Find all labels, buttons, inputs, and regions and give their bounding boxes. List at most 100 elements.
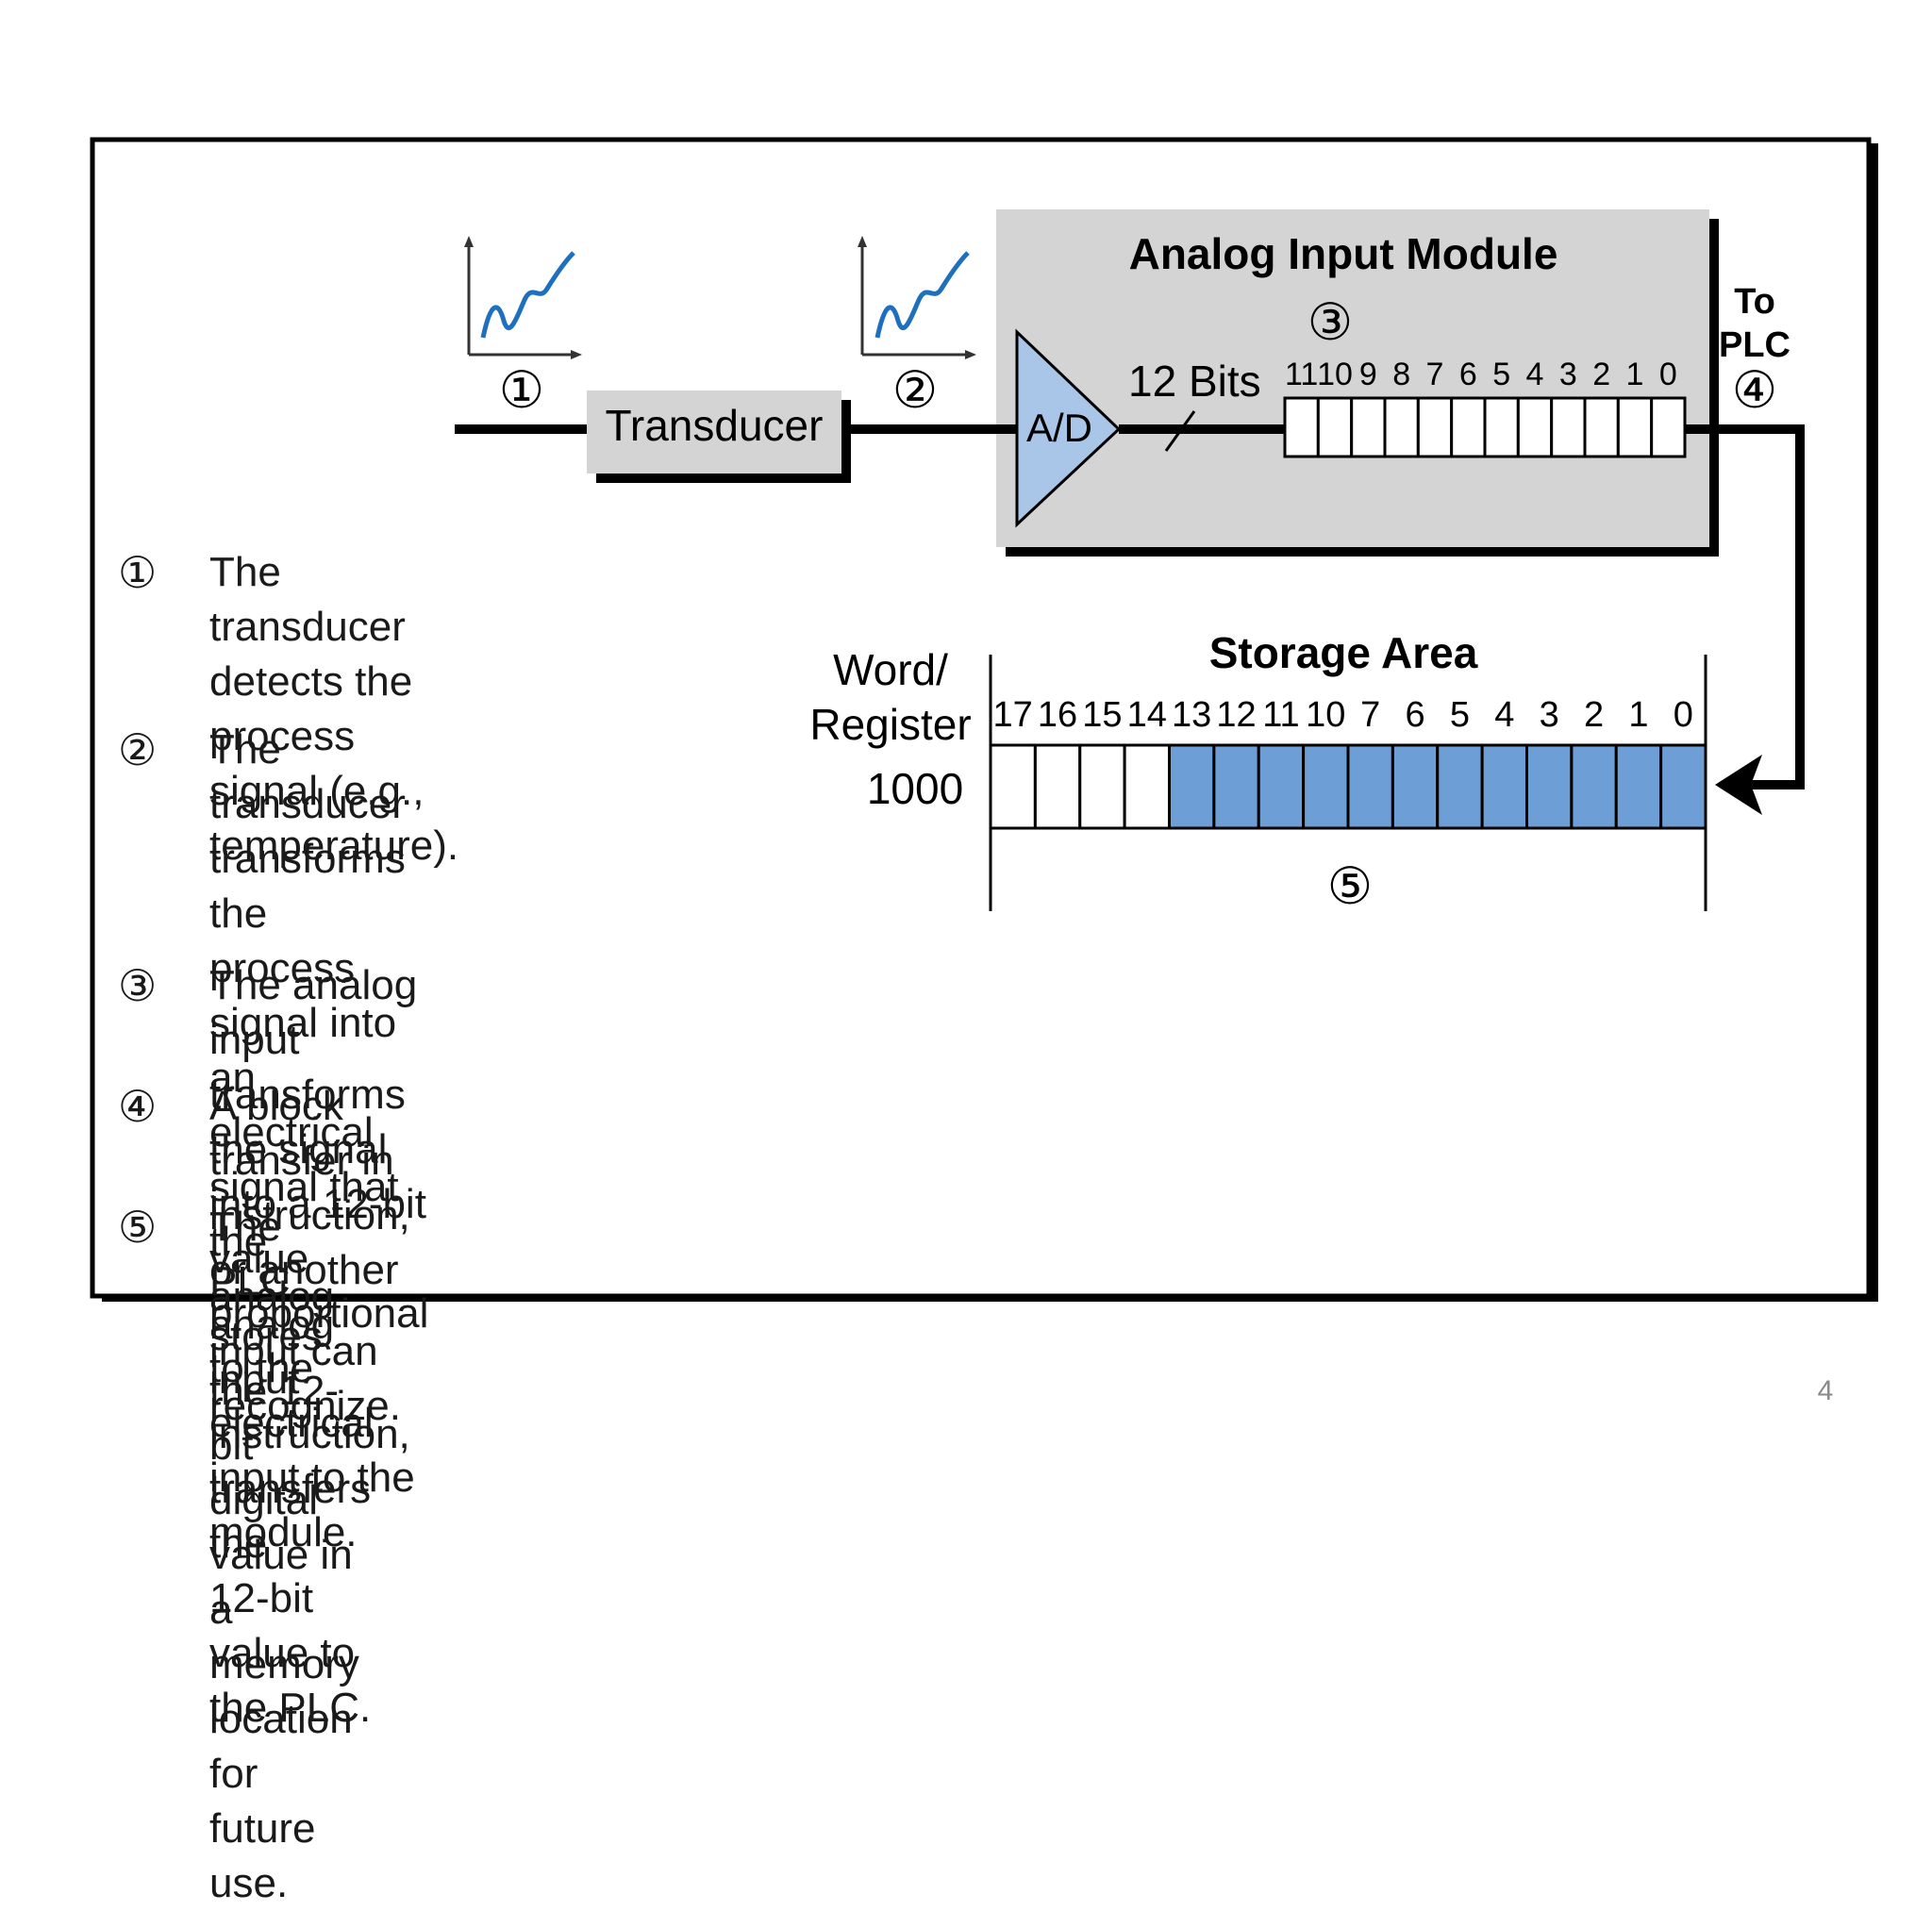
storage-bit-label: 2 — [1584, 695, 1604, 735]
module-bit-label: 0 — [1659, 357, 1677, 392]
module-bit-label: 8 — [1392, 357, 1410, 392]
storage-bit-cell-filled — [1302, 743, 1350, 830]
storage-bit-cell-filled — [1436, 743, 1484, 830]
storage-bit-label: 14 — [1127, 695, 1167, 735]
module-bit-label: 1 — [1626, 357, 1644, 392]
storage-bit-label: 3 — [1540, 695, 1559, 735]
analog-input-module-box — [996, 209, 1709, 547]
module-bit-cell — [1650, 396, 1687, 458]
marker-2: ② — [892, 362, 938, 419]
module-bit-cell — [1316, 396, 1354, 458]
module-bit-label: 9 — [1359, 357, 1377, 392]
step-5-number: ⑤ — [118, 1203, 158, 1252]
module-bit-label: 7 — [1426, 357, 1444, 392]
storage-bit-label: 16 — [1038, 695, 1077, 735]
to-label: To — [1734, 282, 1775, 322]
bits-label: 12 Bits — [1128, 357, 1261, 406]
storage-bit-label: 17 — [993, 695, 1033, 735]
word-label: Word/ — [833, 645, 948, 694]
step-3-number: ③ — [118, 961, 158, 1010]
storage-bit-label: 6 — [1405, 695, 1424, 735]
step-1-number: ① — [118, 548, 158, 597]
module-bit-cell — [1616, 396, 1654, 458]
storage-bit-label: 0 — [1674, 695, 1693, 735]
module-bit-cell — [1483, 396, 1520, 458]
module-bit-label: 5 — [1492, 357, 1510, 392]
step-2-line-2: the process signal into an — [209, 890, 397, 1101]
marker-4: ④ — [1732, 362, 1777, 419]
storage-bit-cell-empty — [989, 743, 1037, 830]
signal-graph-icon-2 — [858, 236, 976, 359]
step-2-text: The transducer transforms the process si… — [209, 723, 406, 1434]
storage-bit-label: 1 — [1628, 695, 1648, 735]
storage-bit-label: 10 — [1306, 695, 1345, 735]
step-2-line-1: The transducer transforms — [209, 726, 406, 882]
diagram: Analog Input Module Transducer A/D 12 Bi… — [90, 137, 1878, 1302]
storage-bit-cell-empty — [1123, 743, 1171, 830]
module-bit-cell — [1550, 396, 1587, 458]
storage-arrow-head — [1715, 755, 1762, 815]
module-bit-label: 4 — [1526, 357, 1544, 392]
storage-bit-cell-filled — [1480, 743, 1528, 830]
module-register-cells — [1283, 396, 1687, 458]
step-1-text: The transducer detects the process signa… — [209, 545, 458, 873]
module-bit-cell — [1350, 396, 1387, 458]
storage-bit-cell-filled — [1614, 743, 1663, 830]
storage-bit-label: 12 — [1216, 695, 1256, 735]
storage-bit-cell-empty — [1033, 743, 1082, 830]
ad-converter-triangle — [1015, 328, 1122, 528]
module-bit-label: 3 — [1559, 357, 1577, 392]
storage-register-cells — [989, 743, 1707, 830]
storage-bit-label: 7 — [1360, 695, 1380, 735]
to-plc-line — [1685, 424, 1805, 789]
step-3-line-1: The analog input transforms the signal i… — [209, 962, 429, 1391]
storage-bit-cell-empty — [1078, 743, 1126, 830]
marker-3: ③ — [1307, 294, 1353, 351]
page-number: 4 — [1817, 1375, 1834, 1406]
register-address: 1000 — [867, 764, 963, 813]
marker-5: ⑤ — [1327, 858, 1373, 915]
module-title: Analog Input Module — [1129, 229, 1558, 278]
step-4-number: ④ — [118, 1082, 158, 1131]
transducer-box — [587, 391, 841, 474]
module-bit-cell — [1583, 396, 1620, 458]
storage-bit-label: 11 — [1262, 695, 1299, 735]
storage-bit-cell-filled — [1212, 743, 1260, 830]
storage-bit-cell-filled — [1257, 743, 1306, 830]
storage-title: Storage Area — [1209, 628, 1478, 677]
storage-bit-cell-filled — [1391, 743, 1440, 830]
storage-bit-cell-filled — [1525, 743, 1574, 830]
ad-label: A/D — [1026, 406, 1092, 450]
plc-label: PLC — [1719, 325, 1790, 365]
module-bit-cell — [1283, 396, 1320, 458]
step-1-line-2: process signal (e.g., — [209, 713, 425, 814]
step-1-line-3: temperature). — [209, 823, 459, 869]
storage-bit-label: 15 — [1082, 695, 1122, 735]
module-bit-cell — [1516, 396, 1554, 458]
storage-bit-label: 5 — [1450, 695, 1470, 735]
step-5-text: The PLC stores the 12-bit digital value … — [209, 1200, 359, 1911]
storage-bit-cell-filled — [1659, 743, 1707, 830]
step-1-line-1: The transducer detects the — [209, 549, 413, 705]
module-bit-label: 6 — [1459, 357, 1477, 392]
module-bit-cell — [1383, 396, 1420, 458]
step-5-line-1: The PLC stores the 12-bit digital value … — [209, 1204, 359, 1906]
storage-bit-cell-filled — [1168, 743, 1216, 830]
storage-bit-cell-filled — [1570, 743, 1618, 830]
transducer-label: Transducer — [606, 401, 824, 450]
marker-1: ① — [499, 362, 544, 419]
bus-slash — [1164, 410, 1196, 452]
signal-graph-icon-1 — [464, 236, 582, 359]
storage-bit-label: 13 — [1172, 695, 1211, 735]
module-bit-cell — [1450, 396, 1487, 458]
step-2-number: ② — [118, 725, 158, 774]
step-2-line-4: analog input can recognize. — [209, 1273, 402, 1429]
module-bit-label: 2 — [1592, 357, 1610, 392]
step-2-line-3: electrical signal that the — [209, 1109, 399, 1265]
storage-bit-cell-filled — [1346, 743, 1394, 830]
register-label: Register — [809, 700, 971, 749]
module-bit-label: 11 — [1285, 357, 1318, 392]
module-bit-label: 10 — [1317, 357, 1353, 392]
